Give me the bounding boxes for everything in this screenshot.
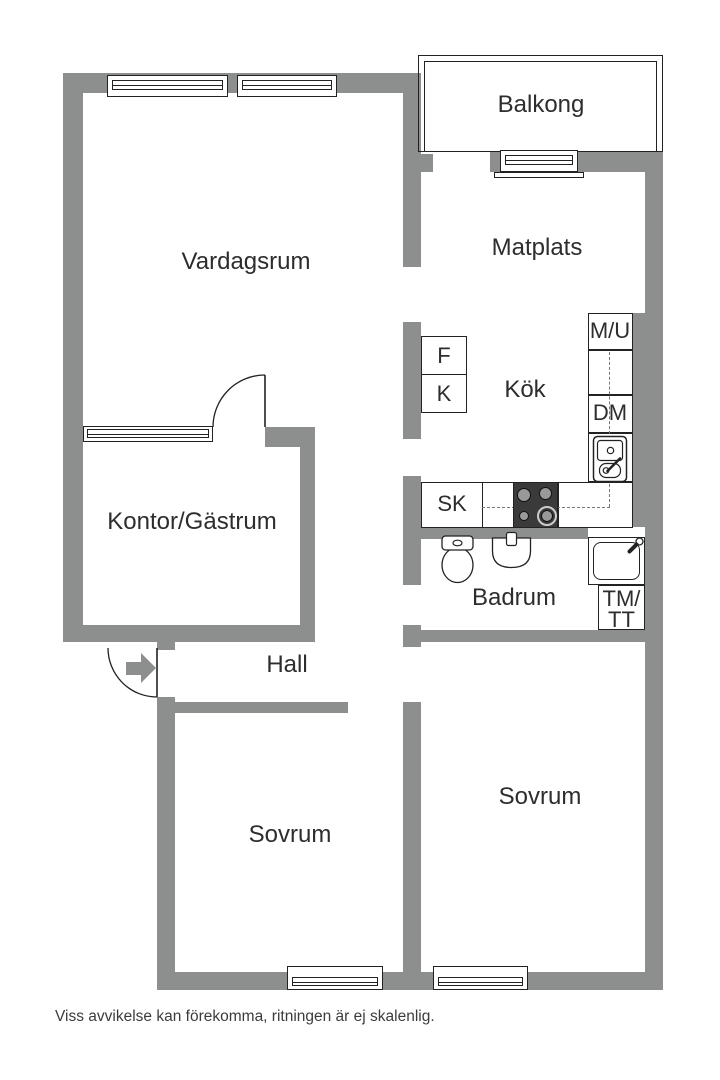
room-label-kontor: Kontor/Gästrum — [107, 507, 277, 535]
wall-entry-jamb — [157, 642, 175, 650]
burner — [519, 511, 529, 521]
wall-bottom — [157, 972, 663, 990]
wall-spine-kitchen — [403, 322, 421, 439]
room-label-sovrum-left: Sovrum — [248, 820, 332, 848]
dishwasher-box — [588, 395, 633, 433]
toilet-icon — [441, 535, 474, 584]
stove-icon — [513, 482, 558, 528]
wall-right-bedroom — [645, 642, 663, 990]
room-label-badrum: Badrum — [471, 583, 557, 611]
fixture-label-tmtt-line2: TT — [608, 607, 635, 632]
counter-divider-1 — [482, 483, 483, 527]
wall-right-badrum — [645, 527, 663, 642]
window-bedroom-right — [433, 966, 528, 990]
room-label-balkong: Balkong — [497, 90, 585, 118]
wall-bedroom-divider — [403, 702, 421, 990]
window-glass-lines — [438, 977, 523, 986]
burner — [517, 488, 531, 502]
wall-balcony-door-jamb — [421, 154, 433, 172]
window-interior-kontor — [83, 426, 213, 442]
fixture-label-sk: SK — [437, 490, 467, 516]
fixture-label-tmtt: TM/ TT — [598, 586, 645, 632]
tmtt-box — [598, 585, 645, 630]
washing-machine-tap-icon — [627, 537, 644, 554]
wall-right-kitchen — [633, 313, 663, 527]
window-living-1 — [107, 75, 228, 97]
balcony-railing-line — [424, 61, 657, 152]
window-bedroom-left — [287, 966, 383, 990]
worktop-dash-vertical-2 — [609, 484, 610, 507]
wall-balcony-pier — [490, 152, 502, 172]
window-glass-lines — [292, 977, 378, 986]
wall-left — [63, 73, 83, 642]
window-glass-lines — [505, 155, 573, 165]
wall-right-matplats — [645, 152, 663, 313]
entrance-door-swing — [107, 647, 158, 698]
counter-mid-box — [588, 350, 633, 395]
room-label-sovrum-right: Sovrum — [498, 782, 582, 810]
fixture-label-tmtt-line1: TM/ — [602, 586, 641, 611]
cabinet-k-box — [421, 374, 467, 413]
cabinet-mu-box — [588, 313, 633, 350]
burner-ring — [537, 506, 557, 526]
counter-divider-2 — [558, 483, 559, 527]
fixture-label-k: K — [436, 380, 452, 406]
window-glass-lines — [87, 429, 209, 438]
room-label-matplats: Matplats — [491, 233, 583, 261]
wall-kontor-right — [300, 427, 315, 642]
bathroom-sink-icon — [491, 531, 532, 569]
entrance-arrow-icon — [126, 653, 156, 683]
window-balcony — [500, 150, 578, 172]
window-glass-lines — [112, 80, 223, 90]
kitchen-sink-icon — [592, 435, 628, 483]
wall-bedroom-left — [157, 697, 175, 990]
wall-spine-upper — [403, 73, 421, 267]
wall-balcony-right-segment — [577, 152, 663, 172]
burner — [541, 510, 553, 522]
window-living-2 — [237, 75, 337, 97]
fixture-label-mu: M/U — [589, 317, 631, 343]
room-label-kok: Kök — [504, 375, 546, 403]
worktop-dash-vertical-1 — [609, 352, 610, 434]
door-swing-kontor — [212, 374, 266, 428]
wall-spine-lower — [403, 476, 421, 585]
window-balcony-sill — [494, 172, 584, 178]
wall-kontor-bottom — [63, 625, 313, 642]
room-label-vardagsrum: Vardagsrum — [181, 247, 311, 275]
cabinet-f-box — [421, 336, 467, 375]
window-glass-lines — [242, 80, 332, 90]
fixture-label-dm: DM — [592, 399, 628, 425]
disclaimer-text: Viss avvikelse kan förekomma, ritningen … — [55, 1008, 435, 1025]
burner — [539, 487, 552, 500]
wall-badrum-bottom — [421, 630, 645, 642]
wall-spine-pier — [403, 625, 421, 647]
room-label-hall: Hall — [266, 650, 308, 678]
fixture-label-f: F — [437, 342, 451, 368]
wall-bedroom-top — [175, 702, 348, 713]
